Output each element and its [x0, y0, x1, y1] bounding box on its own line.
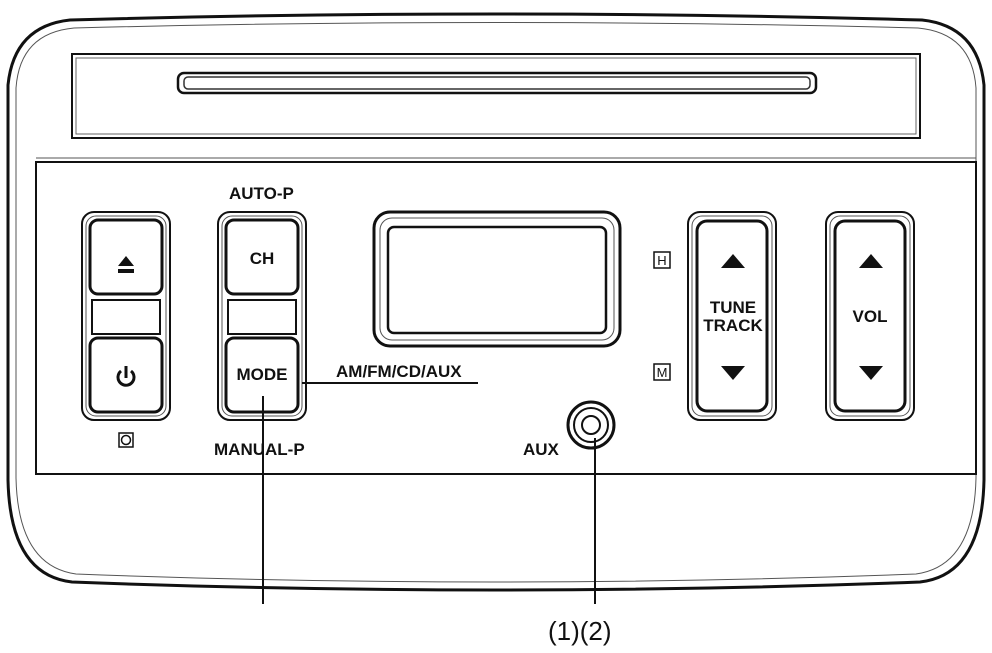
ch-button[interactable]: CH	[224, 218, 300, 296]
vol-label: VOL	[853, 307, 888, 326]
tune-down-arrow-icon	[721, 366, 745, 380]
power-icon	[116, 366, 136, 387]
power-button[interactable]	[88, 336, 164, 414]
ch-mode-gap	[227, 299, 297, 335]
track-label: TRACK	[703, 316, 763, 335]
cd-slot-inner	[183, 76, 811, 90]
tune-track-rocker-face[interactable]	[695, 219, 769, 413]
mode-button-label: MODE	[237, 365, 288, 384]
vol-housing-inner	[829, 215, 911, 417]
ch-button-label: CH	[250, 249, 275, 268]
vol-rocker[interactable]: VOL	[833, 219, 907, 413]
display-bezel-inner	[379, 217, 615, 341]
eject-icon	[118, 256, 134, 273]
vol-group: VOL	[825, 211, 915, 421]
ch-mode-group: AUTO-P CH MODE AM/FM/CD/AUX MANUAL-P	[214, 184, 478, 459]
aux-jack-group: AUX	[523, 400, 616, 459]
vol-rocker-face[interactable]	[833, 219, 907, 413]
cd-slot-housing-inner	[75, 57, 917, 135]
tune-track-housing-inner	[691, 215, 773, 417]
cd-slot-housing	[71, 53, 921, 139]
m-indicator-label: M	[657, 365, 668, 380]
am-fm-cd-aux-label: AM/FM/CD/AUX	[336, 362, 462, 381]
eject-power-housing-inner	[85, 215, 167, 417]
vol-down-arrow-icon	[859, 366, 883, 380]
aux-jack[interactable]	[566, 400, 616, 450]
ch-button-face[interactable]	[224, 218, 300, 296]
m-indicator: M	[653, 363, 671, 381]
unit-body-inner-outline	[15, 22, 977, 583]
eject-power-gap	[91, 299, 161, 335]
cd-slot[interactable]	[176, 71, 818, 95]
auto-p-label: AUTO-P	[229, 184, 294, 203]
display-screen	[386, 225, 608, 335]
h-indicator: H	[653, 251, 671, 269]
callout-label: (1)(2)	[548, 616, 612, 646]
aux-label: AUX	[523, 440, 560, 459]
tune-track-rocker[interactable]: TUNE TRACK	[695, 219, 769, 413]
tune-track-group: TUNE TRACK	[687, 211, 777, 421]
h-indicator-label: H	[657, 253, 666, 268]
clock-icon	[118, 432, 134, 448]
manual-p-label: MANUAL-P	[214, 440, 305, 459]
eject-power-group	[81, 211, 171, 448]
eject-button[interactable]	[88, 218, 164, 296]
display	[372, 210, 622, 348]
tune-label: TUNE	[710, 298, 756, 317]
vol-up-arrow-icon	[859, 254, 883, 268]
tune-up-arrow-icon	[721, 254, 745, 268]
